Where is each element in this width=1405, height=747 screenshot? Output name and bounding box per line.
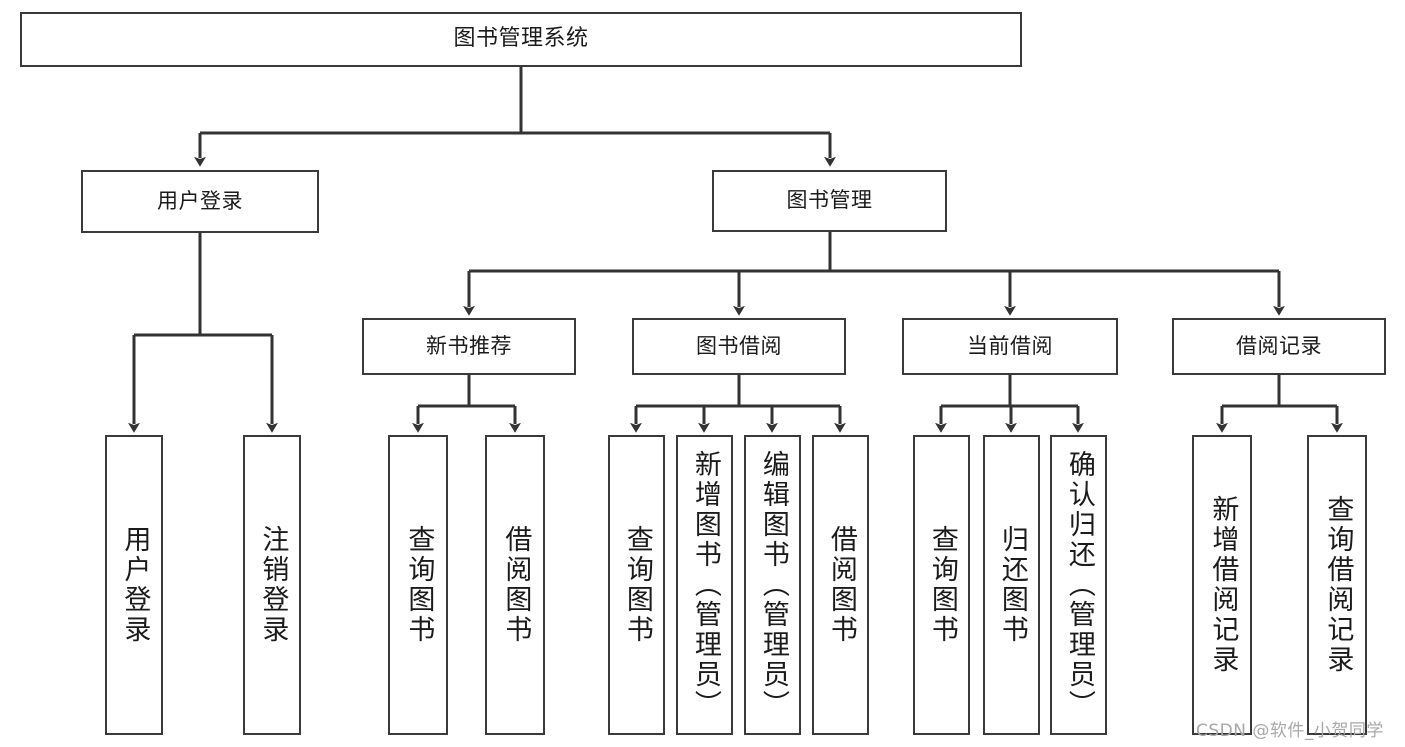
leaf-query-record-label: 查询借阅记录 [1322,495,1354,675]
leaf-borrow-book-1[interactable]: 借阅图书 [485,435,545,735]
node-borrow-record[interactable]: 借阅记录 [1172,318,1386,375]
leaf-return-book[interactable]: 归还图书 [983,435,1040,735]
leaf-query-book-3-label: 查询图书 [926,525,958,645]
node-book-manage-label: 图书管理 [786,188,873,213]
leaf-user-logout[interactable]: 注销登录 [243,435,301,735]
leaf-borrow-book-1-label: 借阅图书 [500,525,532,645]
node-root-label: 图书管理系统 [453,26,589,52]
node-book-borrow[interactable]: 图书借阅 [632,318,846,375]
leaf-query-book-2[interactable]: 查询图书 [608,435,665,735]
node-current-borrow[interactable]: 当前借阅 [902,318,1118,375]
node-book-manage[interactable]: 图书管理 [712,170,947,232]
leaf-query-record[interactable]: 查询借阅记录 [1307,435,1367,735]
leaf-query-book-2-label: 查询图书 [621,525,653,645]
leaf-user-login[interactable]: 用户登录 [105,435,163,735]
node-new-book-rec-label: 新书推荐 [426,333,512,358]
csdn-watermark: CSDN @软件_小贺同学 [1196,721,1384,741]
leaf-query-book-1[interactable]: 查询图书 [388,435,448,735]
node-user-login[interactable]: 用户登录 [81,170,319,233]
leaf-return-book-label: 归还图书 [996,525,1028,645]
leaf-query-book-1-label: 查询图书 [403,525,435,645]
leaf-borrow-book-2-label: 借阅图书 [825,525,857,645]
node-new-book-rec[interactable]: 新书推荐 [362,318,576,375]
node-borrow-record-label: 借阅记录 [1236,333,1322,358]
leaf-user-logout-label: 注销登录 [257,525,289,645]
leaf-confirm-return[interactable]: 确认归还（管理员） [1050,435,1107,735]
node-book-borrow-label: 图书借阅 [696,333,782,358]
leaf-add-book[interactable]: 新增图书（管理员） [676,435,733,735]
leaf-add-book-label: 新增图书（管理员） [689,450,721,720]
node-user-login-label: 用户登录 [157,188,243,213]
node-root[interactable]: 图书管理系统 [20,12,1022,67]
leaf-add-record[interactable]: 新增借阅记录 [1192,435,1252,735]
leaf-user-login-label: 用户登录 [119,525,151,645]
leaf-borrow-book-2[interactable]: 借阅图书 [812,435,869,735]
leaf-add-record-label: 新增借阅记录 [1207,495,1239,675]
node-current-borrow-label: 当前借阅 [967,333,1053,358]
leaf-edit-book[interactable]: 编辑图书（管理员） [744,435,801,735]
leaf-edit-book-label: 编辑图书（管理员） [757,450,789,720]
leaf-confirm-return-label: 确认归还（管理员） [1063,450,1095,720]
leaf-query-book-3[interactable]: 查询图书 [913,435,970,735]
